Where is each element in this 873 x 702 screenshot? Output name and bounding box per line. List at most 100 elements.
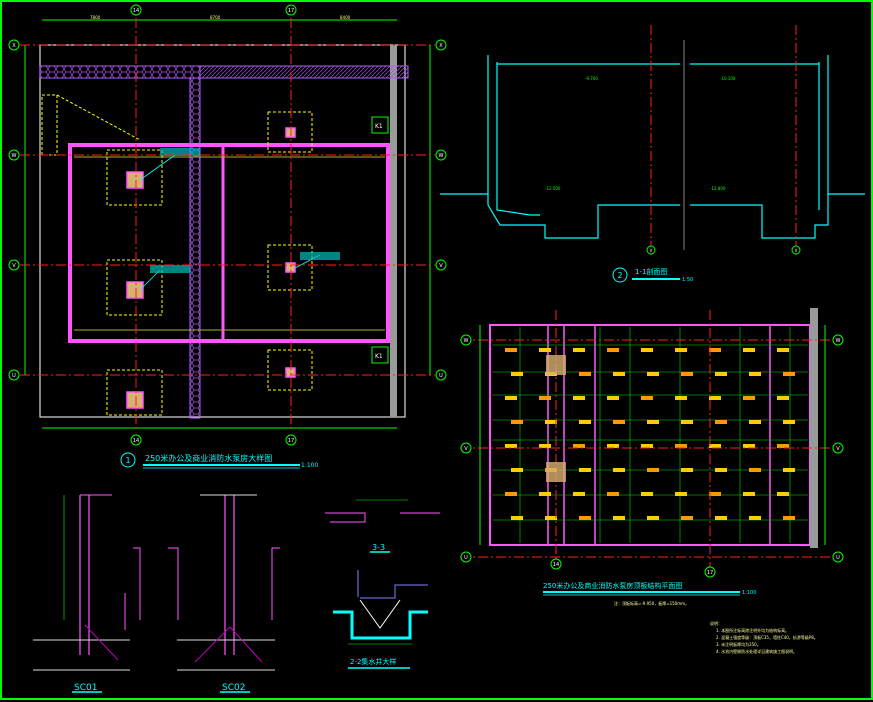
level-label: -9.700 xyxy=(585,76,598,81)
rebar-annotation xyxy=(505,396,517,400)
rebar-annotation xyxy=(675,348,687,352)
level-label: -12.500 xyxy=(545,186,561,191)
rebar-annotation xyxy=(749,468,761,472)
rebar-annotation xyxy=(579,516,591,520)
rebar-annotation xyxy=(743,396,755,400)
detail-3-3: 3-3 xyxy=(325,499,440,553)
rebar-annotation xyxy=(681,420,693,424)
section-title: 1-1剖面图 xyxy=(635,267,667,276)
axis-bubble-label: V xyxy=(464,446,468,452)
rebar-annotation xyxy=(783,468,795,472)
rebar-annotation xyxy=(505,444,517,448)
axis-bubble-label: V xyxy=(836,446,840,452)
rebar-annotation xyxy=(641,492,653,496)
axis-bubble-label: V xyxy=(650,248,653,253)
rebar-annotation xyxy=(573,444,585,448)
detail-title: 3-3 xyxy=(372,543,385,552)
rebar-annotation xyxy=(573,348,585,352)
rebar-annotation xyxy=(777,396,789,400)
rebar-annotation xyxy=(743,492,755,496)
axis-bubble-label: 14 xyxy=(133,8,139,14)
detail-sc02: SC02 xyxy=(168,494,280,693)
rebar-annotation xyxy=(743,348,755,352)
rebar-annotation xyxy=(647,372,659,376)
note-item: 4. 水池内壁做防水处理详见建筑施工图说明。 xyxy=(716,648,797,654)
rebar-annotation xyxy=(783,372,795,376)
rebar-annotation xyxy=(715,420,727,424)
drawing-number: 2 xyxy=(617,271,622,280)
axis-bubble-label: 17 xyxy=(707,570,713,576)
rebar-annotation xyxy=(709,492,721,496)
rebar-annotation xyxy=(511,516,523,520)
rebar-annotation xyxy=(681,372,693,376)
axis-bubble-label: V xyxy=(795,248,798,253)
axis-bubble-label: W xyxy=(439,153,444,159)
axis-bubble-label: 14 xyxy=(133,438,139,444)
axis-bubble-label: 17 xyxy=(288,8,294,14)
rebar-annotation xyxy=(715,516,727,520)
roof-plan-title: 250米办公及商业消防水泵房顶板结构平面图 xyxy=(543,581,682,590)
axis-bubble-label: W xyxy=(12,153,17,159)
rebar-annotation xyxy=(511,468,523,472)
axis-bubble-label: V xyxy=(12,263,16,269)
detail-title: SC02 xyxy=(222,683,245,693)
rebar-annotation xyxy=(613,372,625,376)
rebar-annotation xyxy=(675,492,687,496)
rebar-annotation xyxy=(777,348,789,352)
axis-bubble-label: V xyxy=(439,263,443,269)
axis-bubble-label: U xyxy=(464,555,468,561)
rebar-annotation xyxy=(613,420,625,424)
rebar-annotation xyxy=(545,420,557,424)
rebar-annotation xyxy=(681,468,693,472)
roof-structure-plan: 14 17 W V U W V U 250米办公及商业消防水泵房顶板结构平面图 … xyxy=(460,308,844,606)
rebar-annotation xyxy=(783,516,795,520)
detail-2-2-sump: 2-2集水井大样 xyxy=(333,570,428,669)
axis-bubble-label: W xyxy=(464,338,469,344)
dim-label: 7800 xyxy=(90,15,101,20)
axis-bubble-label: X xyxy=(439,43,443,49)
rebar-annotation xyxy=(783,420,795,424)
rebar-annotation xyxy=(675,396,687,400)
note-item: 2. 混凝土强度等级：顶板C35，墙柱C40，抗渗等级P8。 xyxy=(716,634,818,640)
rebar-annotation xyxy=(681,516,693,520)
rebar-annotation xyxy=(647,420,659,424)
dim-label: 8400 xyxy=(340,15,351,20)
general-notes: 说明： 1. 本图所注标高除注明外均为结构标高。 2. 混凝土强度等级：顶板C3… xyxy=(710,620,818,654)
rebar-annotation xyxy=(607,444,619,448)
rebar-annotation xyxy=(613,516,625,520)
tag-k1: K1 xyxy=(375,123,383,130)
rebar-annotation xyxy=(607,396,619,400)
rebar-annotation xyxy=(579,468,591,472)
roof-plan-scale: 1:100 xyxy=(742,590,756,596)
rebar-annotation xyxy=(607,492,619,496)
rebar-annotation xyxy=(579,420,591,424)
pump-room-plan: 7800 8700 8400 xyxy=(8,4,447,469)
rebar-annotation xyxy=(715,468,727,472)
rebar-annotation xyxy=(511,372,523,376)
axis-bubble-label: 14 xyxy=(553,562,559,568)
rebar-annotation xyxy=(641,348,653,352)
section-1-1: V V -9.700 -12.500 -10.100 -12.800 2 1-1… xyxy=(440,25,865,283)
rebar-annotation xyxy=(607,348,619,352)
rebar-annotation xyxy=(613,468,625,472)
rebar-annotation xyxy=(545,516,557,520)
rebar-annotation xyxy=(539,348,551,352)
rebar-annotation xyxy=(709,444,721,448)
plan-title: 250米办公及商业消防水泵房大样图 xyxy=(145,453,272,463)
notes-heading: 说明： xyxy=(710,620,722,626)
axis-bubble-label: U xyxy=(836,555,840,561)
rebar-annotation xyxy=(749,372,761,376)
rebar-annotation xyxy=(709,348,721,352)
rebar-annotation xyxy=(573,492,585,496)
rebar-annotation xyxy=(505,348,517,352)
rebar-annotation xyxy=(749,420,761,424)
axis-bubble-label: X xyxy=(12,43,16,49)
level-label: -12.800 xyxy=(710,186,726,191)
rebar-annotation xyxy=(709,396,721,400)
rebar-annotation xyxy=(777,444,789,448)
drawing-number: 1 xyxy=(125,456,130,465)
rebar-annotation xyxy=(539,444,551,448)
rebar-annotation xyxy=(505,492,517,496)
